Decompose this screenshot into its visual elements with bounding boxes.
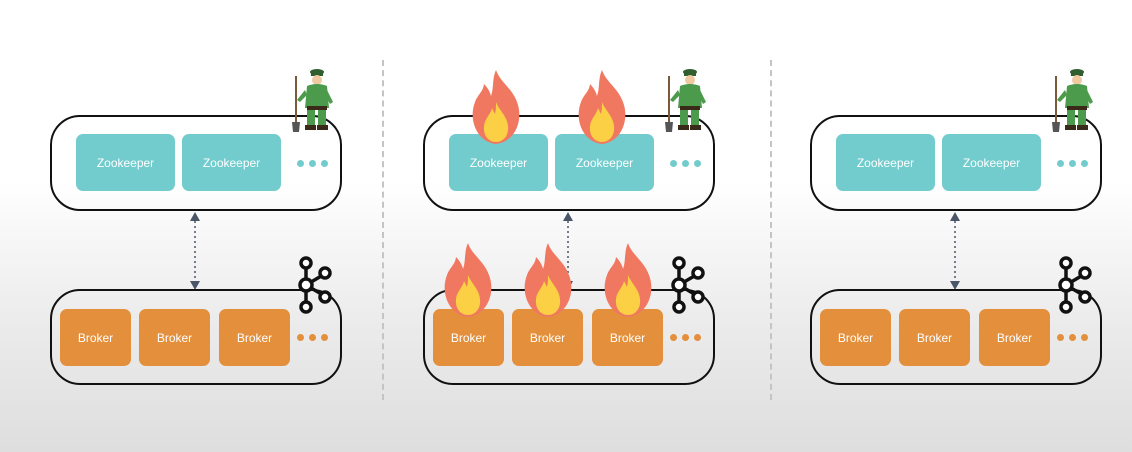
zookeeper-node: Zookeeper xyxy=(555,134,654,191)
ellipsis-icon xyxy=(1057,160,1088,167)
ellipsis-icon xyxy=(670,334,701,341)
broker-node: Broker xyxy=(139,309,210,366)
zookeeper-node: Zookeeper xyxy=(942,134,1041,191)
kafka-logo-icon xyxy=(671,256,705,314)
zookeeper-label: Zookeeper xyxy=(202,155,261,170)
zookeeper-label: Zookeeper xyxy=(96,155,155,170)
broker-label: Broker xyxy=(996,330,1033,345)
kafka-logo-icon xyxy=(298,256,332,314)
fire-icon xyxy=(578,70,626,144)
fire-icon xyxy=(444,243,492,317)
zookeeper-keeper-icon xyxy=(292,69,333,132)
broker-node: Broker xyxy=(979,309,1050,366)
broker-node: Broker xyxy=(820,309,891,366)
zookeeper-node: Zookeeper xyxy=(182,134,281,191)
broker-label: Broker xyxy=(529,330,566,345)
broker-label: Broker xyxy=(450,330,487,345)
zookeeper-label: Zookeeper xyxy=(469,155,528,170)
broker-label: Broker xyxy=(156,330,193,345)
panel-divider xyxy=(770,60,772,400)
broker-cluster: Broker Broker Broker xyxy=(50,289,342,385)
panel-3: Zookeeper Zookeeper Broker Broker xyxy=(810,0,1132,452)
broker-label: Broker xyxy=(916,330,953,345)
broker-node: Broker xyxy=(60,309,131,366)
panel-1: Zookeeper Zookeeper Broker Broker xyxy=(50,0,410,452)
panel-2: Zookeeper Zookeeper Broker Broker xyxy=(423,0,783,452)
broker-label: Broker xyxy=(609,330,646,345)
zookeeper-cluster: Zookeeper Zookeeper xyxy=(50,115,342,211)
zookeeper-cluster: Zookeeper Zookeeper xyxy=(423,115,715,211)
broker-node: Broker xyxy=(433,309,504,366)
zookeeper-label: Zookeeper xyxy=(962,155,1021,170)
broker-node: Broker xyxy=(219,309,290,366)
broker-node: Broker xyxy=(592,309,663,366)
broker-cluster: Broker Broker Broker xyxy=(423,289,715,385)
broker-label: Broker xyxy=(837,330,874,345)
connection-arrow xyxy=(950,212,960,290)
connection-arrow xyxy=(190,212,200,290)
zookeeper-cluster: Zookeeper Zookeeper xyxy=(810,115,1102,211)
fire-icon xyxy=(604,243,652,317)
panel-divider xyxy=(382,60,384,400)
ellipsis-icon xyxy=(1057,334,1088,341)
broker-label: Broker xyxy=(77,330,114,345)
broker-node: Broker xyxy=(899,309,970,366)
broker-label: Broker xyxy=(236,330,273,345)
broker-cluster: Broker Broker Broker xyxy=(810,289,1102,385)
ellipsis-icon xyxy=(297,160,328,167)
zookeeper-keeper-icon xyxy=(1052,69,1093,132)
zookeeper-label: Zookeeper xyxy=(856,155,915,170)
zookeeper-node: Zookeeper xyxy=(76,134,175,191)
zookeeper-node: Zookeeper xyxy=(836,134,935,191)
zookeeper-label: Zookeeper xyxy=(575,155,634,170)
broker-node: Broker xyxy=(512,309,583,366)
zookeeper-keeper-icon xyxy=(665,69,706,132)
ellipsis-icon xyxy=(670,160,701,167)
ellipsis-icon xyxy=(297,334,328,341)
kafka-logo-icon xyxy=(1058,256,1092,314)
fire-icon xyxy=(524,243,572,317)
fire-icon xyxy=(472,70,520,144)
